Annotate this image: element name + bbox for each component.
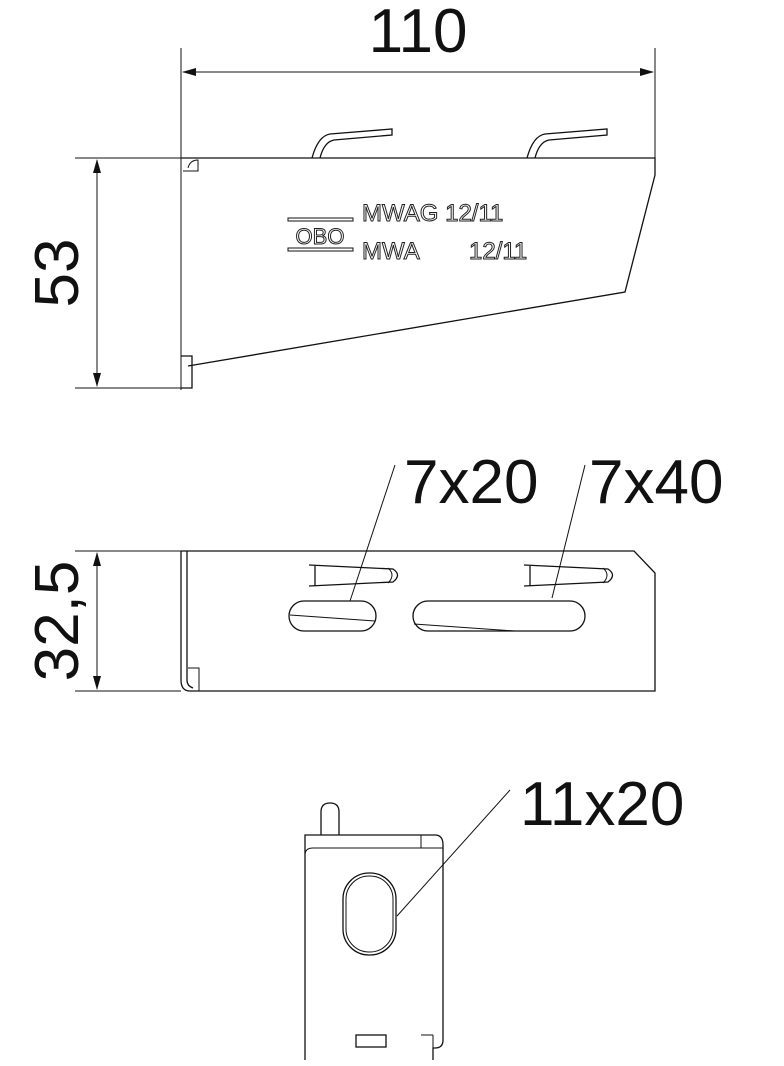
slot-7x40 xyxy=(412,600,586,632)
end-latch xyxy=(355,1034,387,1048)
slot-label-7x40: 7x40 xyxy=(589,448,723,517)
obo-logo: OBO xyxy=(287,217,354,252)
top-tab xyxy=(183,159,199,172)
hook-right xyxy=(526,128,608,159)
slot-7x20 xyxy=(288,600,377,632)
dimension-label-53: 53 xyxy=(23,239,92,308)
marking-line-2-model: MWA xyxy=(362,238,420,265)
slot-label-7x20: 7x20 xyxy=(404,448,538,517)
bottom-view: 32,5 7x20 7x40 xyxy=(23,448,723,692)
plate-tab xyxy=(188,667,200,691)
slot-11x20 xyxy=(342,872,397,956)
marking-line-1: MWAG 12/11 xyxy=(362,200,503,227)
end-view: 11x20 xyxy=(304,770,684,1060)
dimension-label-32-5: 32,5 xyxy=(23,561,92,682)
leader-line-7x20 xyxy=(349,464,396,602)
logo-text: OBO xyxy=(296,224,345,249)
hook-left xyxy=(311,128,393,159)
slot-label-11x20: 11x20 xyxy=(520,770,684,839)
side-view: 110 53 OBO MWAG 12/11 MWA 12/11 xyxy=(23,0,656,390)
tab-right xyxy=(523,564,614,587)
leader-line-7x40 xyxy=(551,464,586,599)
end-outline xyxy=(304,834,444,1060)
end-tab xyxy=(320,802,340,835)
tab-left xyxy=(308,564,399,587)
bracket-outline xyxy=(181,157,656,367)
plate-outline xyxy=(181,550,656,692)
bottom-tab xyxy=(181,355,193,389)
leader-line-11x20 xyxy=(396,789,511,917)
plate-fold xyxy=(180,551,194,692)
dimension-label-110: 110 xyxy=(369,0,468,66)
end-fold xyxy=(304,835,443,1048)
marking-line-2-code: 12/11 xyxy=(469,238,527,265)
